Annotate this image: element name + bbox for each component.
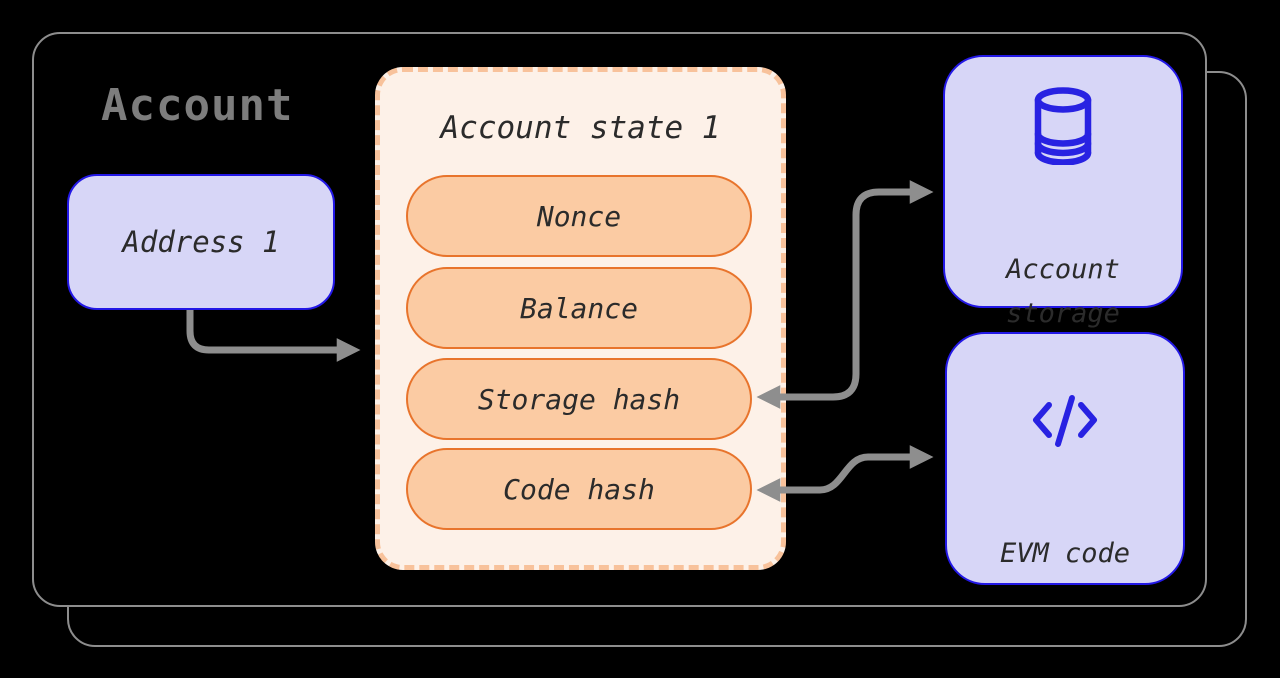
account-storage-label: Account storage <box>1006 254 1120 329</box>
diagram-title: Account <box>101 80 294 131</box>
database-icon <box>945 87 1181 165</box>
storage-hash-pill: Storage hash <box>406 358 752 440</box>
evm-code-node: EVM code <box>945 332 1185 585</box>
account-state-title: Account state 1 <box>440 110 721 146</box>
code-hash-pill: Code hash <box>406 448 752 530</box>
balance-pill: Balance <box>406 267 752 349</box>
address-label: Address 1 <box>122 225 280 259</box>
nonce-pill: Nonce <box>406 175 752 257</box>
account-storage-node: Account storage <box>943 55 1183 329</box>
balance-label: Balance <box>519 291 638 325</box>
nonce-label: Nonce <box>536 199 622 233</box>
storage-hash-label: Storage hash <box>477 382 681 416</box>
address-node: Address 1 <box>67 174 335 310</box>
account-state-node: Account state 1 Nonce Balance Storage ha… <box>375 67 786 570</box>
code-icon <box>947 390 1183 452</box>
evm-code-label: EVM code <box>999 538 1131 569</box>
code-hash-label: Code hash <box>503 472 655 506</box>
